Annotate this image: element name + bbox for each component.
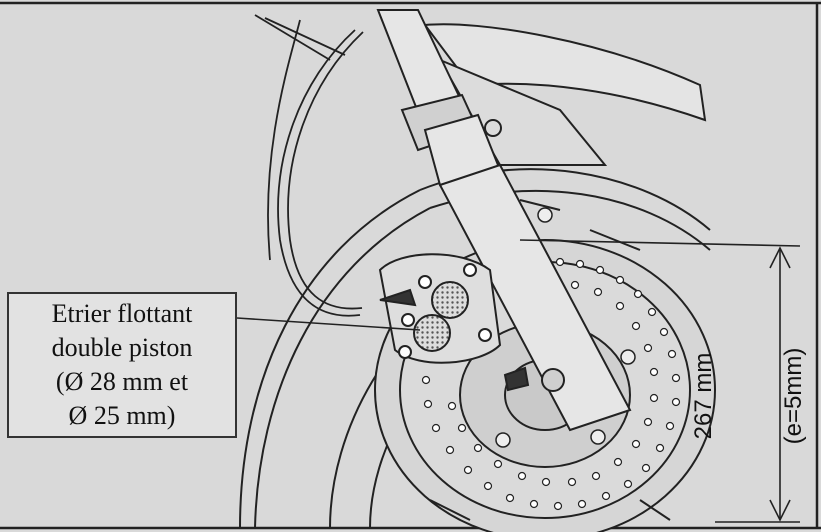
callout-line-1: Etrier flottant [51, 299, 193, 328]
disc-thickness-label: (e=5mm) [780, 347, 807, 445]
caliper-callout: Etrier flottant double piston (Ø 28 mm e… [7, 292, 237, 438]
callout-leader [236, 317, 421, 331]
disc-holes [421, 257, 681, 511]
hub-bolts [495, 207, 636, 448]
fork-tube [376, 9, 632, 432]
disc-diameter-label: 267 mm [690, 352, 717, 440]
wheel-spokes [429, 199, 671, 521]
callout-line-4: Ø 25 mm) [68, 401, 176, 430]
callout-line-3: (Ø 28 mm et [55, 367, 189, 396]
callout-line-2: double piston [51, 333, 193, 362]
mudguard [423, 23, 707, 166]
tire-outline [239, 168, 711, 529]
dimension-lines [519, 239, 801, 523]
caliper [378, 253, 530, 392]
brake-hose [254, 14, 364, 317]
